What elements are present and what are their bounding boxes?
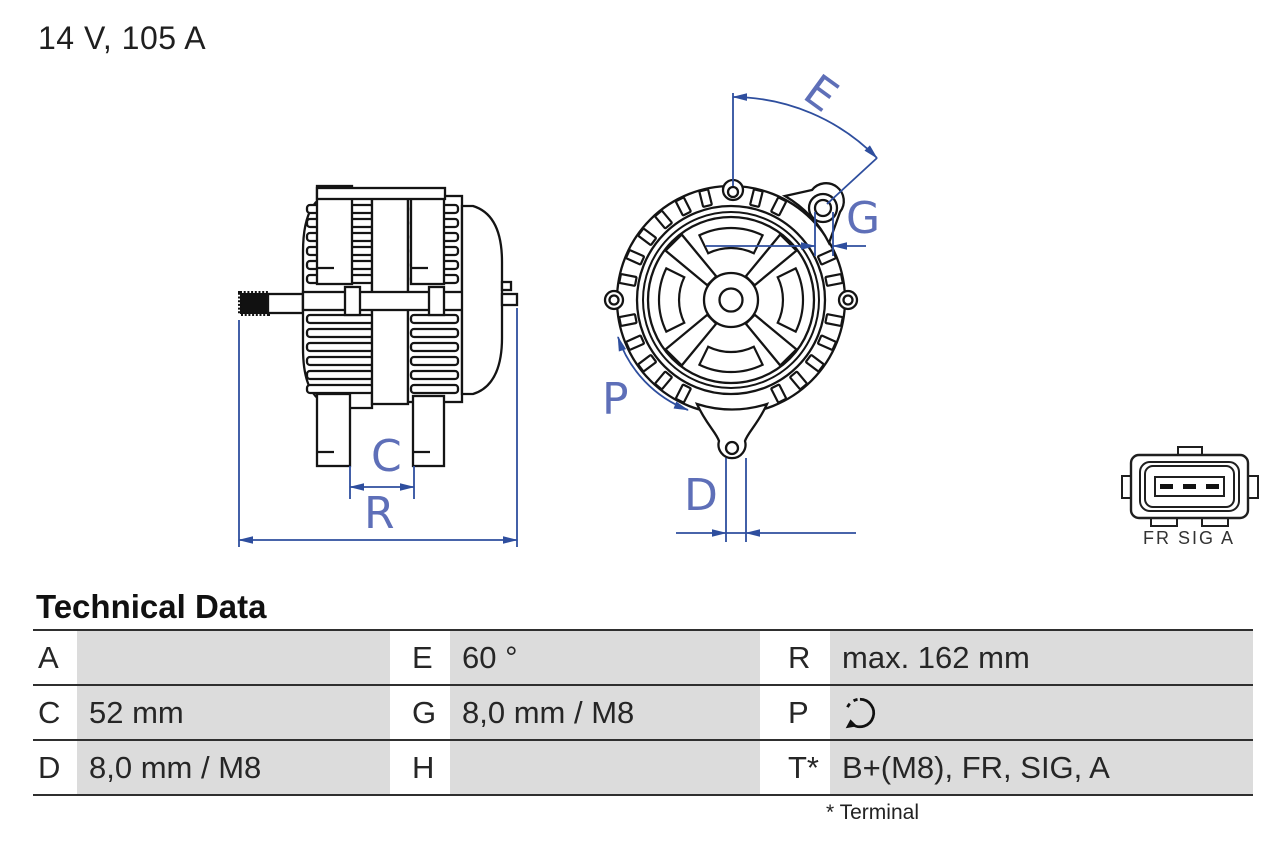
rotation-direction-icon <box>845 697 876 728</box>
mounting-leg-rear <box>411 394 446 468</box>
table-row: D 8,0 mm / M8 H T* B+(M8), FR, SIG, A <box>33 741 1253 796</box>
rear-end-cap <box>460 204 504 396</box>
table-row: C 52 mm G 8,0 mm / M8 P <box>33 686 1253 741</box>
dimension-label-r: R <box>364 488 395 539</box>
terminal-footnote: * Terminal <box>826 801 919 824</box>
spec-value-p <box>830 686 1253 739</box>
spec-key-g: G <box>390 686 450 739</box>
bottom-mounting-arm <box>694 402 770 460</box>
mounting-lug-front <box>315 184 354 286</box>
spec-key-e: E <box>390 631 450 684</box>
mounting-lug-rear <box>409 188 446 286</box>
connector-pins <box>1160 484 1219 489</box>
side-view-dimensions <box>238 308 518 547</box>
spec-value-t: B+(M8), FR, SIG, A <box>830 741 1253 794</box>
connector-plug-drawing <box>1121 446 1259 527</box>
dimension-label-c: C <box>371 431 402 482</box>
spec-value-c: 52 mm <box>77 686 390 739</box>
alternator-technical-drawing: C R <box>238 65 1259 548</box>
technical-data-title: Technical Data <box>36 588 267 625</box>
dimension-label-g: G <box>846 193 880 244</box>
spec-key-c: C <box>33 686 77 739</box>
spec-key-p: P <box>760 686 830 739</box>
mounting-leg-front <box>315 392 352 468</box>
spec-value-e: 60 ° <box>450 631 760 684</box>
spec-key-t: T* <box>760 741 830 794</box>
spec-key-d: D <box>33 741 77 794</box>
voltage-amperage-rating: 14 V, 105 A <box>38 20 207 56</box>
dimension-label-p: P <box>602 374 629 425</box>
dimension-label-d: D <box>684 470 718 521</box>
alternator-side-view <box>238 184 519 468</box>
spec-key-r: R <box>760 631 830 684</box>
spec-value-g: 8,0 mm / M8 <box>450 686 760 739</box>
table-row: A E 60 ° R max. 162 mm <box>33 631 1253 686</box>
connector-pinout-label: FR SIG A <box>1143 528 1235 548</box>
front-view-dimensions <box>617 93 878 542</box>
threaded-shaft-stud <box>238 291 270 316</box>
spec-value-r: max. 162 mm <box>830 631 1253 684</box>
spec-value-a <box>77 631 390 684</box>
b-plus-terminal <box>500 280 513 292</box>
spec-value-d: 8,0 mm / M8 <box>77 741 390 794</box>
spec-value-h <box>450 741 760 794</box>
spec-key-h: H <box>390 741 450 794</box>
dimension-label-e: E <box>795 65 847 123</box>
technical-data-table: A E 60 ° R max. 162 mm C 52 mm G 8,0 mm … <box>33 629 1253 796</box>
spec-key-a: A <box>33 631 77 684</box>
alternator-front-view <box>603 178 859 460</box>
